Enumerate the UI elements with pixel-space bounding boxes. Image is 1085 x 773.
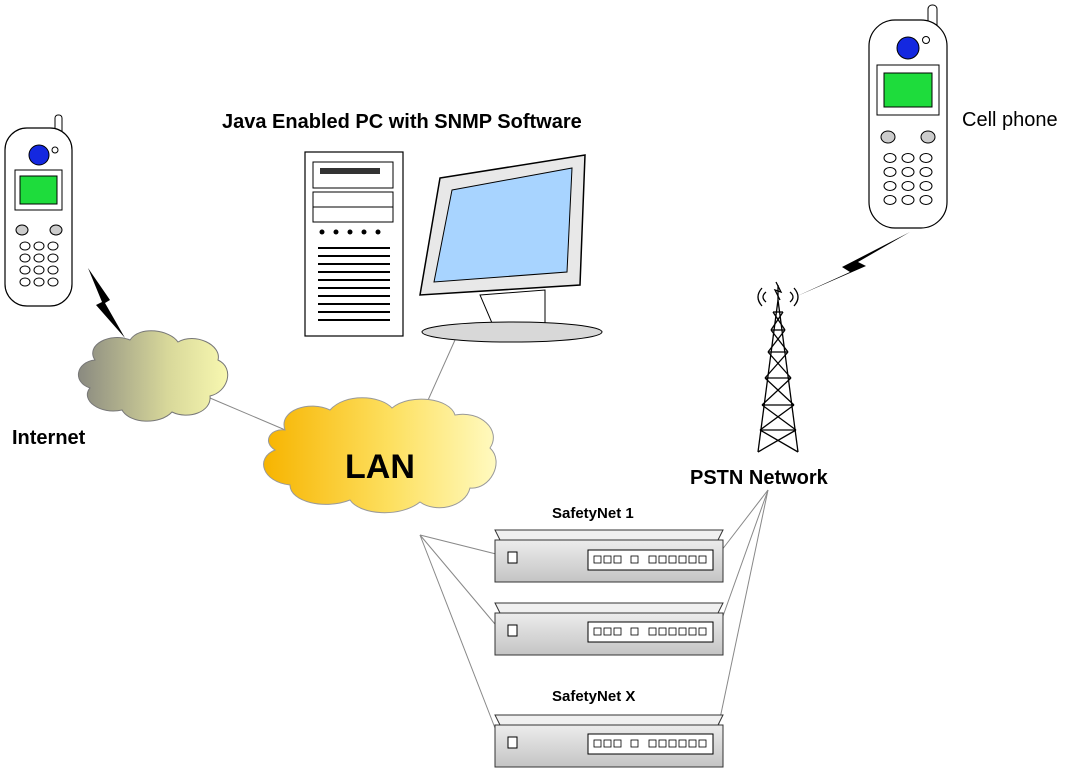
pc-tower-icon xyxy=(304,151,404,337)
wireless-link-icon xyxy=(88,232,910,338)
connection-lines xyxy=(209,339,769,729)
lan-label: LAN xyxy=(345,448,415,486)
cell-phone-icon xyxy=(868,4,948,229)
safetynet-device-x xyxy=(494,714,724,768)
safetynet-device-2 xyxy=(494,602,724,656)
cell-tower-icon xyxy=(757,281,799,453)
safetynet-1-label: SafetyNet 1 xyxy=(552,505,634,522)
monitor-icon xyxy=(419,154,603,343)
pc-label: Java Enabled PC with SNMP Software xyxy=(222,111,582,133)
safetynet-device-1 xyxy=(494,529,724,583)
lan-cloud xyxy=(263,397,497,514)
pstn-label: PSTN Network xyxy=(690,467,829,489)
safetynet-x-label: SafetyNet X xyxy=(552,688,635,705)
internet-label: Internet xyxy=(12,427,86,449)
mobile-phone-icon xyxy=(4,114,73,307)
internet-cloud xyxy=(78,330,229,422)
cellphone-label: Cell phone xyxy=(962,109,1058,131)
